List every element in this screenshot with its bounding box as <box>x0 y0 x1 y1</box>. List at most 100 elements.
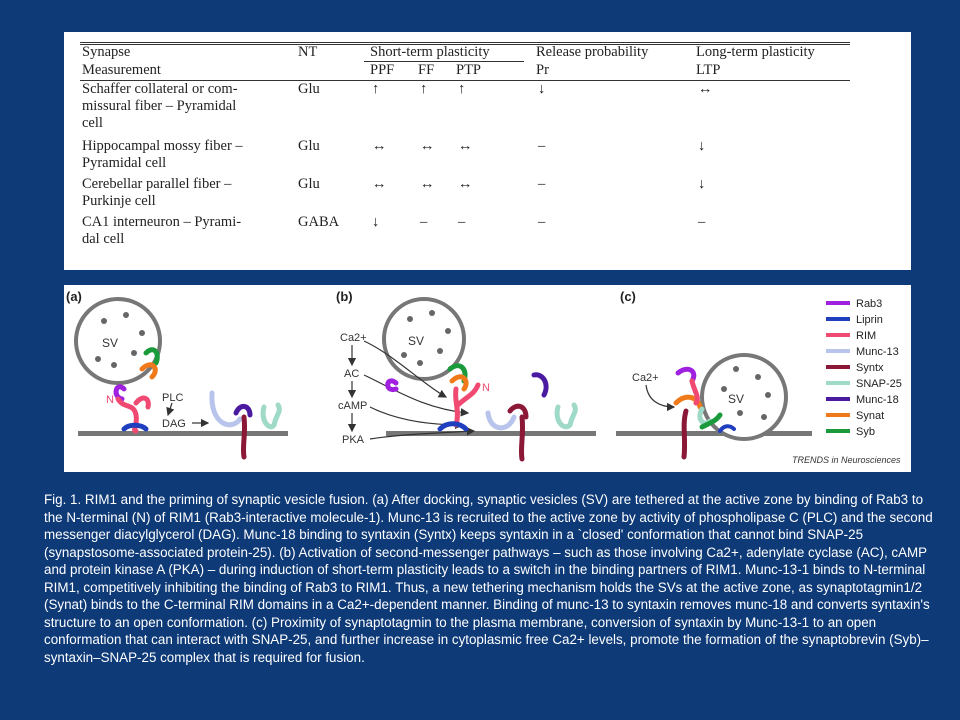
row3-synapse-line1: Cerebellar parallel fiber – <box>82 176 232 192</box>
row3-ppf: ↔ <box>372 176 387 192</box>
ca-label-c: Ca2+ <box>632 372 659 384</box>
rim-a-tail <box>133 395 151 410</box>
row2-pr: – <box>538 138 546 154</box>
row2-ff: ↔ <box>420 138 435 154</box>
row4-ppf: ↓ <box>372 214 380 230</box>
pka-label: PKA <box>342 434 365 446</box>
row3-pr: – <box>538 176 546 192</box>
row4-nt: GABA <box>298 214 340 230</box>
row1-synapse-line2: missural fiber – Pyramidal <box>82 98 237 114</box>
plasticity-table-panel: Synapse NT Short-term plasticity Release… <box>64 32 911 270</box>
row2-synapse-line2: Pyramidal cell <box>82 155 167 171</box>
dag-label: DAG <box>162 418 186 430</box>
synat-c <box>673 394 703 410</box>
row4-ff: – <box>420 214 428 230</box>
legend-label-snap25: SNAP-25 <box>856 378 902 390</box>
row4-synapse-line1: CA1 interneuron – Pyrami- <box>82 214 242 230</box>
munc13-b <box>485 410 517 431</box>
liprin-b <box>437 421 469 432</box>
col-header-stp: Short-term plasticity <box>370 44 490 60</box>
rab3-c <box>675 366 697 384</box>
row1-ff: ↑ <box>420 81 428 97</box>
syb-c <box>699 412 723 430</box>
row1-nt: Glu <box>298 81 320 97</box>
liprin-a <box>121 422 149 432</box>
table-top-rule-2 <box>80 44 850 45</box>
syntx-a <box>240 414 248 460</box>
ac-effect-arrow <box>363 374 470 417</box>
row4-ltp: – <box>698 214 706 230</box>
membrane-b <box>386 431 596 436</box>
membrane-a <box>78 431 288 436</box>
row3-synapse-line2: Purkinje cell <box>82 193 156 209</box>
figure-caption: Fig. 1. RIM1 and the priming of synaptic… <box>44 492 933 665</box>
plc-label: PLC <box>162 392 183 404</box>
ca-effect-arrow <box>363 340 448 398</box>
col-header-ptp: PTP <box>456 62 481 78</box>
legend-label-munc13: Munc-13 <box>856 346 899 358</box>
row1-ppf: ↑ <box>372 81 380 97</box>
panel-label-a: (a) <box>66 289 82 304</box>
syntx-b <box>518 414 526 462</box>
sv-label-a: SV <box>102 336 118 350</box>
plc-arrow <box>166 402 175 417</box>
rim1-figure-panel: (a) (b) (c) SV N PLC DAG SV <box>64 285 911 472</box>
row1-synapse-line1: Schaffer collateral or com- <box>82 81 238 97</box>
figure-credit: TRENDS in Neurosciences <box>792 455 901 465</box>
rim1-diagram: (a) (b) (c) SV N PLC DAG SV <box>66 289 902 465</box>
liprin-c <box>718 424 736 433</box>
snap25-a <box>260 402 282 430</box>
rim-c <box>689 378 700 406</box>
row3-ltp: ↓ <box>698 176 706 192</box>
row3-nt: Glu <box>298 176 320 192</box>
row3-ff: ↔ <box>420 176 435 192</box>
syntx-b-top <box>507 403 529 420</box>
munc18-b <box>531 372 549 398</box>
legend-label-synat: Synat <box>856 410 884 422</box>
row4-ptp: – <box>458 214 466 230</box>
camp-label: cAMP <box>338 400 367 412</box>
synat-b <box>449 374 469 392</box>
row2-ppf: ↔ <box>372 138 387 154</box>
col-header-ltp-group: Long-term plasticity <box>696 44 815 60</box>
col-header-ppf: PPF <box>370 62 395 78</box>
vesicle-b <box>382 297 466 381</box>
vesicle-a <box>74 297 162 385</box>
rab3-b <box>385 378 399 393</box>
legend-label-liprin: Liprin <box>856 314 883 326</box>
col-header-synapse: Synapse <box>82 44 131 60</box>
row1-pr: ↓ <box>538 81 546 97</box>
membrane-c <box>616 431 812 436</box>
munc18-a <box>233 404 253 418</box>
sv-label-c: SV <box>728 392 744 406</box>
col-header-ff: FF <box>418 62 435 78</box>
n-label-b: N <box>482 382 490 394</box>
vesicle-c-dots <box>721 366 771 420</box>
table-top-rule <box>80 42 850 43</box>
row2-ptp: ↔ <box>458 138 473 154</box>
row3-ptp: ↔ <box>458 176 473 192</box>
row1-synapse-line3: cell <box>82 115 103 131</box>
pka-effect-arrow <box>369 427 476 440</box>
panel-label-c: (c) <box>620 289 636 304</box>
col-header-ltp: LTP <box>696 62 721 78</box>
stp-underline <box>364 61 524 62</box>
row2-ltp: ↓ <box>698 138 706 154</box>
col-header-pr: Pr <box>536 62 549 78</box>
vesicle-a-dots <box>95 312 145 368</box>
col-header-measurement: Measurement <box>82 62 161 78</box>
snap25-b <box>554 402 578 430</box>
ca-arrow-c <box>645 384 676 412</box>
row1-ptp: ↑ <box>458 81 466 97</box>
legend: Rab3 Liprin RIM Munc-13 Syntx SNAP-25 Mu… <box>826 298 902 438</box>
col-header-nt: NT <box>298 44 318 60</box>
legend-label-munc18: Munc-18 <box>856 394 899 406</box>
vesicle-b-dots <box>401 310 451 366</box>
synat-a <box>139 362 158 380</box>
rim-b-tail <box>455 382 481 408</box>
row2-synapse-line1: Hippocampal mossy fiber – <box>82 138 243 154</box>
legend-label-syb: Syb <box>856 426 875 438</box>
legend-label-rim: RIM <box>856 330 876 342</box>
row2-nt: Glu <box>298 138 320 154</box>
n-label-a: N <box>106 394 114 406</box>
